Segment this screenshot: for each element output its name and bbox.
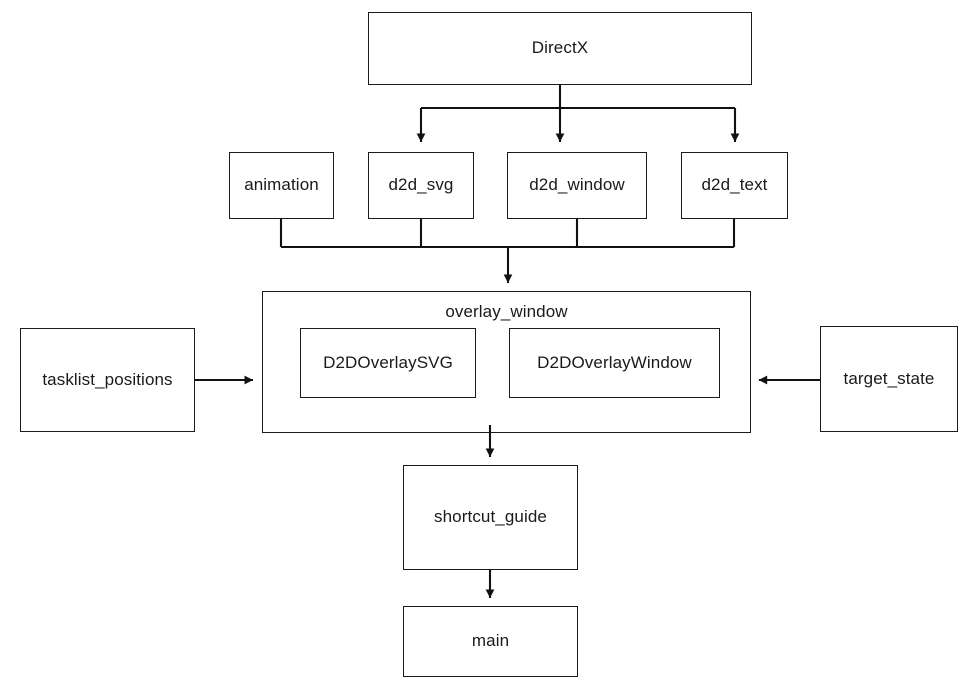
node-d2d-text-label: d2d_text bbox=[701, 175, 768, 195]
node-d2d-overlay-svg-label: D2DOverlaySVG bbox=[323, 352, 453, 372]
node-shortcut-guide[interactable]: shortcut_guide bbox=[403, 465, 578, 570]
node-animation[interactable]: animation bbox=[229, 152, 334, 219]
node-overlay-window[interactable]: overlay_window D2DOverlaySVG D2DOverlayW… bbox=[262, 291, 751, 433]
node-main-label: main bbox=[471, 631, 510, 651]
node-d2d-overlay-window[interactable]: D2DOverlayWindow bbox=[509, 328, 720, 398]
node-d2d-overlay-svg[interactable]: D2DOverlaySVG bbox=[300, 328, 476, 398]
node-directx[interactable]: DirectX bbox=[368, 12, 752, 85]
node-d2d-window-label: d2d_window bbox=[529, 175, 625, 195]
node-tasklist-positions-label: tasklist_positions bbox=[42, 369, 173, 389]
node-d2d-overlay-window-label: D2DOverlayWindow bbox=[537, 352, 692, 372]
node-d2d-svg[interactable]: d2d_svg bbox=[368, 152, 474, 219]
node-overlay-window-label: overlay_window bbox=[445, 302, 568, 321]
node-d2d-svg-label: d2d_svg bbox=[388, 175, 454, 195]
node-tasklist-positions[interactable]: tasklist_positions bbox=[20, 328, 195, 432]
node-d2d-window[interactable]: d2d_window bbox=[507, 152, 647, 219]
node-target-state[interactable]: target_state bbox=[820, 326, 958, 432]
node-d2d-text[interactable]: d2d_text bbox=[681, 152, 788, 219]
node-animation-label: animation bbox=[244, 175, 319, 195]
node-target-state-label: target_state bbox=[843, 368, 935, 388]
node-main[interactable]: main bbox=[403, 606, 578, 677]
node-shortcut-guide-label: shortcut_guide bbox=[434, 507, 547, 527]
node-directx-label: DirectX bbox=[531, 38, 589, 58]
